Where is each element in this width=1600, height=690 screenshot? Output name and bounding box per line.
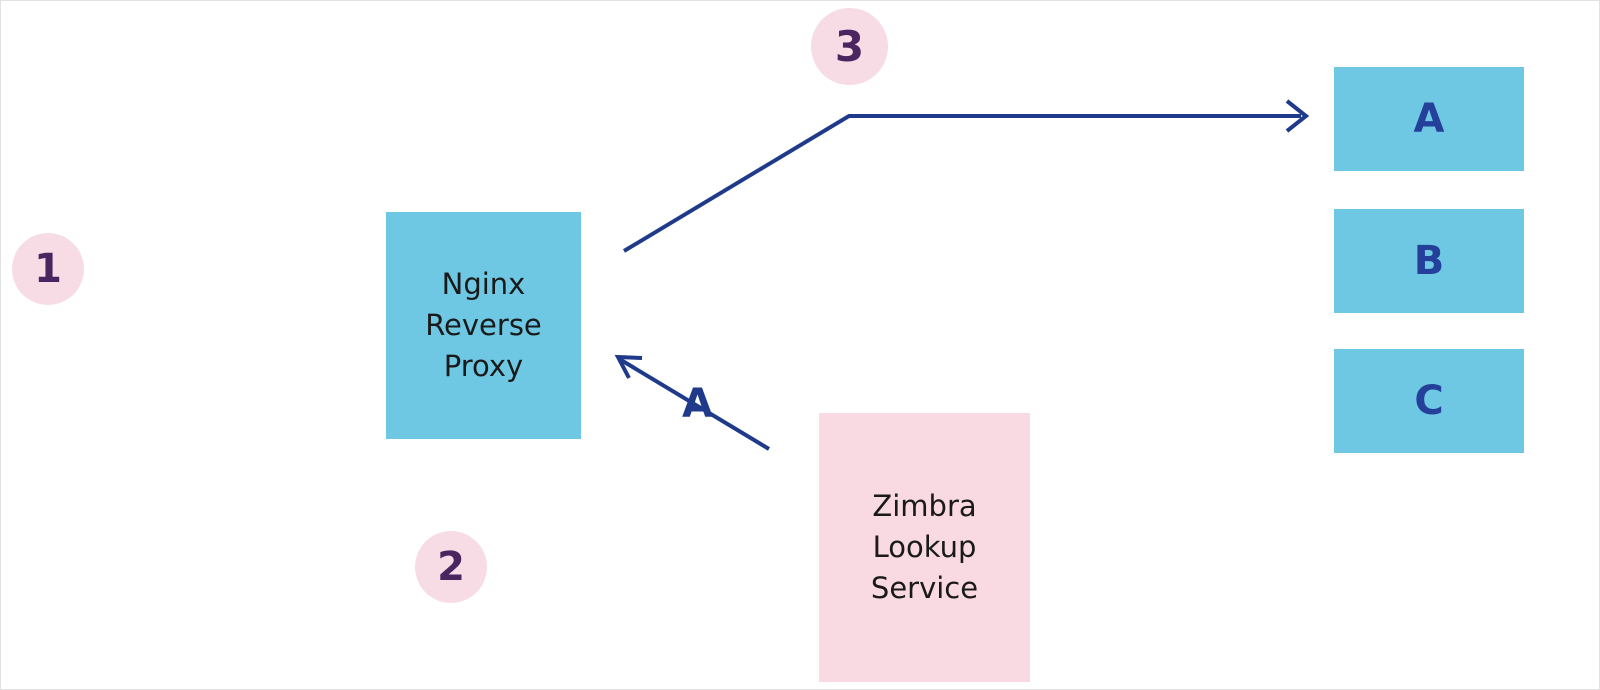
lookup-label-line-1: Zimbra bbox=[872, 488, 977, 523]
lookup-label-line-2: Lookup bbox=[872, 529, 977, 564]
proxy-label-line-1: Nginx bbox=[441, 266, 526, 301]
step-badge-1[interactable]: 1 bbox=[12, 233, 84, 305]
edge-label-lookup-to-proxy: A bbox=[682, 384, 713, 424]
step-badge-2-label: 2 bbox=[437, 544, 465, 590]
edge-label-lookup-to-proxy-text: A bbox=[682, 381, 713, 427]
node-backend-c-label: C bbox=[1414, 378, 1444, 424]
step-badge-3[interactable]: 3 bbox=[811, 8, 888, 85]
node-zimbra-lookup-service-label: Zimbra Lookup Service bbox=[871, 486, 978, 610]
node-backend-b[interactable]: B bbox=[1334, 209, 1524, 313]
step-badge-1-label: 1 bbox=[34, 246, 62, 292]
proxy-label-line-3: Proxy bbox=[443, 349, 524, 384]
node-backend-c[interactable]: C bbox=[1334, 349, 1524, 453]
proxy-label-line-2: Reverse bbox=[425, 307, 542, 342]
node-backend-b-label: B bbox=[1413, 238, 1445, 284]
node-nginx-reverse-proxy-label: Nginx Reverse Proxy bbox=[425, 264, 542, 388]
edge-proxy-to-node-a bbox=[622, 99, 1310, 253]
node-zimbra-lookup-service[interactable]: Zimbra Lookup Service bbox=[819, 413, 1030, 682]
node-backend-a[interactable]: A bbox=[1334, 67, 1524, 171]
step-badge-2[interactable]: 2 bbox=[415, 531, 487, 603]
node-backend-a-label: A bbox=[1413, 96, 1445, 142]
lookup-label-line-3: Service bbox=[870, 571, 979, 606]
step-badge-3-label: 3 bbox=[834, 21, 865, 71]
node-nginx-reverse-proxy[interactable]: Nginx Reverse Proxy bbox=[386, 212, 581, 439]
